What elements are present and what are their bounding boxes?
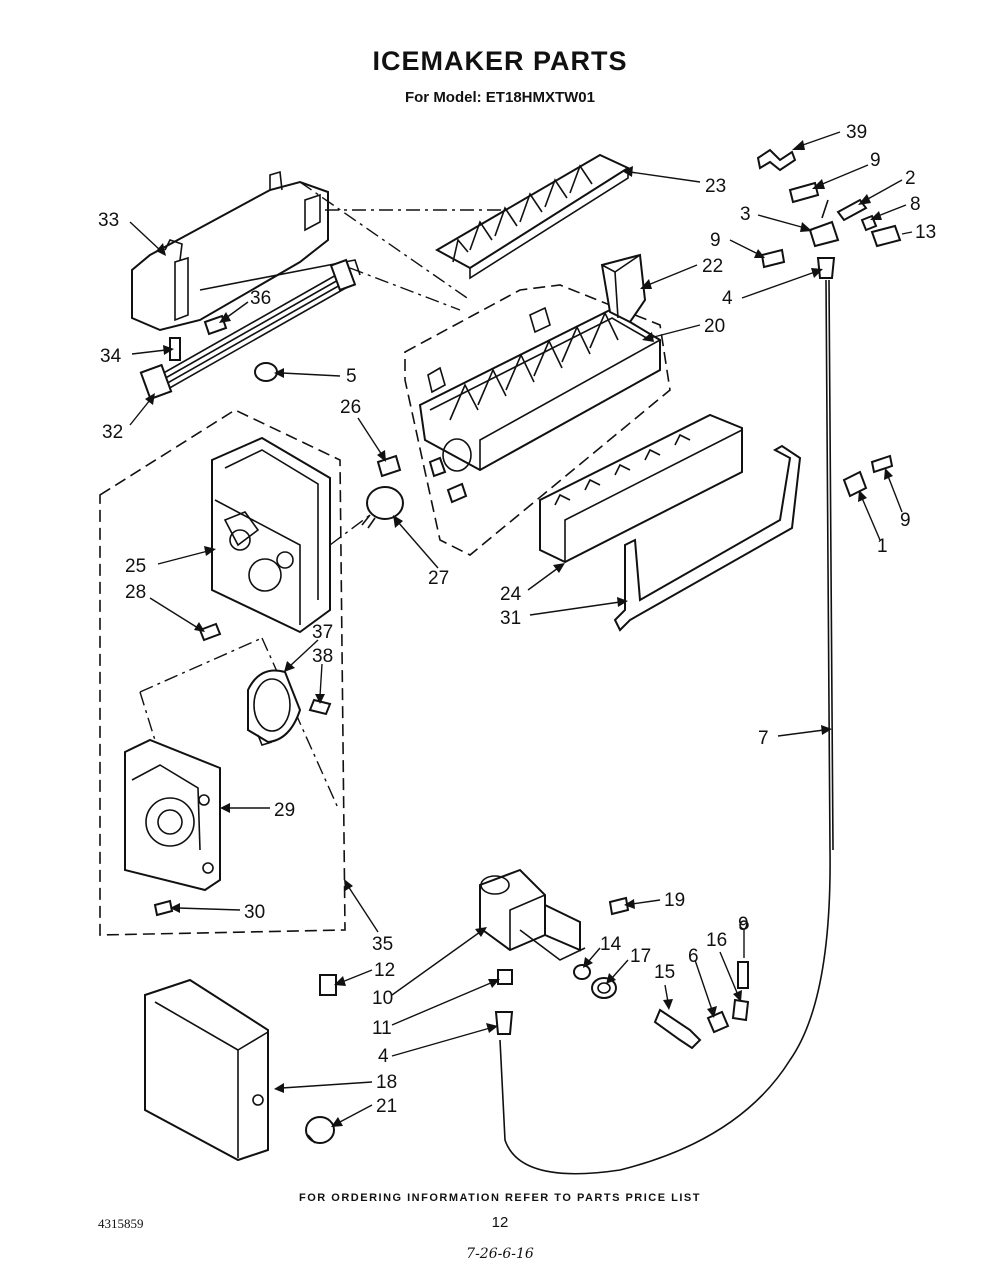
page-number: 12 <box>491 1214 509 1231</box>
part-6-fitting <box>706 1010 730 1034</box>
callout-34: 34 <box>100 346 122 367</box>
callout-4-upper: 4 <box>722 288 733 309</box>
callout-37: 37 <box>312 622 333 643</box>
callout-38: 38 <box>312 646 333 667</box>
part-33-cover-bracket <box>131 170 329 332</box>
callout-21: 21 <box>376 1096 397 1117</box>
callout-2: 2 <box>905 168 916 189</box>
part-28-screw <box>198 622 222 642</box>
callout-9-right: 9 <box>900 510 911 531</box>
part-22-fill-cup <box>600 253 647 324</box>
handwritten-date-mark: 7-26-6-16 <box>466 1246 534 1262</box>
callout-29: 29 <box>274 800 295 821</box>
callout-35: 35 <box>372 934 393 955</box>
ice-mold-assembly-outline <box>404 284 671 556</box>
callout-30: 30 <box>244 902 265 923</box>
part-12-screw <box>319 974 337 996</box>
callout-10: 10 <box>372 988 393 1009</box>
callout-32: 32 <box>102 422 123 443</box>
callout-25: 25 <box>125 556 146 577</box>
part-5-grommet <box>254 362 278 382</box>
callout-9-lower: 9 <box>738 914 749 935</box>
callout-23: 23 <box>705 176 726 197</box>
leader-lines <box>129 131 913 1127</box>
part-3-bracket <box>808 199 840 248</box>
part-34-screw <box>169 337 181 361</box>
part-9c-screw <box>870 454 894 474</box>
part-23-ejector <box>434 153 631 280</box>
part-15-inlet-tube <box>653 1008 702 1050</box>
callout-3: 3 <box>740 204 751 225</box>
part-38-screw <box>308 698 332 716</box>
part-39-clip <box>756 148 797 172</box>
part-30-screw <box>153 899 174 917</box>
part-9d-screw <box>737 920 749 989</box>
part-10-water-valve <box>479 868 586 961</box>
part-37-motor <box>247 669 302 746</box>
part-26-clip <box>376 454 402 478</box>
callout-1: 1 <box>877 536 888 557</box>
callout-15: 15 <box>654 962 675 983</box>
callout-8: 8 <box>910 194 921 215</box>
part-4b-ferrule <box>494 1011 514 1035</box>
part-35-module-outline <box>99 409 346 936</box>
part-11-nut <box>497 969 513 985</box>
page-title: ICEMAKER PARTS <box>372 46 628 76</box>
part-1-clamp <box>842 470 868 498</box>
callout-20: 20 <box>704 316 725 337</box>
callout-27: 27 <box>428 568 449 589</box>
part-18-front-cover <box>144 978 269 1162</box>
part-31-fill-tube <box>613 444 802 632</box>
part-9b-screw <box>760 248 786 269</box>
part-14-washer <box>573 964 591 980</box>
callout-4-lower: 4 <box>378 1046 389 1067</box>
callout-18: 18 <box>376 1072 397 1093</box>
callout-12: 12 <box>374 960 395 981</box>
part-25-module-housing <box>211 436 331 634</box>
callout-22: 22 <box>702 256 723 277</box>
callout-33: 33 <box>98 210 119 231</box>
part-32-wire-harness <box>139 258 361 401</box>
part-29-mounting-plate <box>124 738 221 892</box>
callout-28: 28 <box>125 582 146 603</box>
part-13-fitting <box>870 224 902 248</box>
callout-13: 13 <box>915 222 936 243</box>
callout-24: 24 <box>500 584 522 605</box>
callout-31: 31 <box>500 608 521 629</box>
callout-39: 39 <box>846 122 867 143</box>
callout-19: 19 <box>664 890 685 911</box>
callout-16: 16 <box>706 930 727 951</box>
model-subtitle: For Model: ET18HMXTW01 <box>404 89 595 106</box>
part-16-clamp <box>731 998 750 1022</box>
callout-26: 26 <box>340 397 361 418</box>
part-7-water-tube <box>499 279 831 1175</box>
callout-7: 7 <box>758 728 769 749</box>
callout-36: 36 <box>250 288 271 309</box>
part-19-screw <box>608 896 630 916</box>
part-4a-ferrule <box>816 257 836 279</box>
callout-17: 17 <box>630 946 651 967</box>
ordering-info-note: FOR ORDERING INFORMATION REFER TO PARTS … <box>299 1192 701 1204</box>
part-17-nut <box>591 977 617 999</box>
part-21-knob <box>305 1116 335 1144</box>
callout-11: 11 <box>372 1018 392 1039</box>
callout-9-mid: 9 <box>710 230 721 251</box>
callout-14: 14 <box>600 934 622 955</box>
part-24-heater-shield <box>539 413 743 564</box>
callout-9-upper: 9 <box>870 150 881 171</box>
callout-6: 6 <box>688 946 699 967</box>
part-2-tube <box>836 198 868 222</box>
document-number: 4315859 <box>98 1216 144 1231</box>
part-9a-screw <box>788 181 820 204</box>
callout-numbers: 39 9 2 3 8 13 9 23 22 4 20 33 36 34 5 32… <box>98 122 936 1117</box>
callout-5: 5 <box>346 366 357 387</box>
